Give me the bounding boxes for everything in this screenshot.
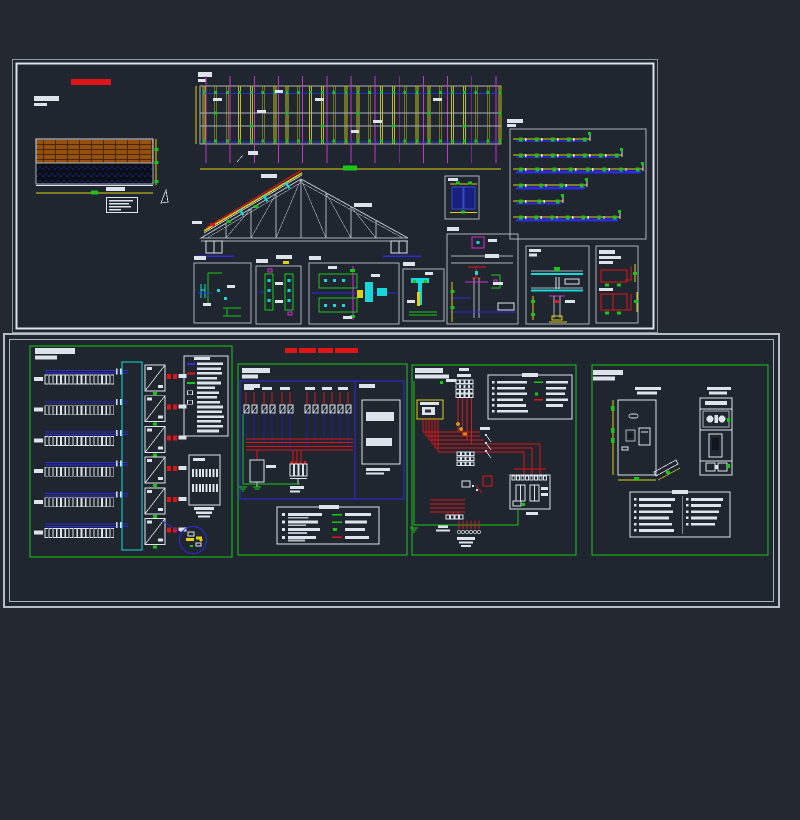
detail-box-5 xyxy=(446,233,519,325)
bracing-rod-rows xyxy=(513,132,644,222)
sheet-inner-border xyxy=(9,339,774,602)
spd-block xyxy=(289,461,308,493)
pv-string-rows xyxy=(34,368,128,538)
distribution-breaker-strips xyxy=(192,469,218,492)
truss-elevation xyxy=(192,169,421,264)
legend-rows xyxy=(187,362,224,433)
sheet-title-blob xyxy=(34,96,59,106)
meter-wiring xyxy=(422,419,546,475)
cabinet-open-door xyxy=(611,399,681,481)
roof-framing-plan xyxy=(195,72,502,171)
notes-left-column xyxy=(634,498,675,532)
column-pair-detail xyxy=(444,175,480,220)
roof-buildup-section xyxy=(35,138,169,213)
sheet-inner-border xyxy=(15,62,655,330)
three-phase-bus xyxy=(246,438,353,451)
north-arrow-icon xyxy=(160,188,169,204)
dc-distribution-box xyxy=(188,454,221,518)
terminal-grid xyxy=(455,379,474,398)
legend-right-column xyxy=(332,513,371,539)
notes-box xyxy=(629,490,731,538)
legend-box xyxy=(487,373,573,420)
detail-box-4 xyxy=(402,268,445,322)
plan-dim-text xyxy=(343,165,357,171)
notes-right-column xyxy=(686,498,723,526)
grid-tie-device xyxy=(509,474,551,515)
plan-markers xyxy=(202,91,502,143)
detail-box-2 xyxy=(255,265,302,325)
grid-lines xyxy=(205,76,497,163)
legend-box xyxy=(276,505,380,545)
panel-ac-combiner[interactable] xyxy=(237,363,408,556)
connector-detail-circle xyxy=(161,520,207,554)
detail-box-6 xyxy=(525,245,590,325)
electrical-sheet[interactable] xyxy=(3,333,780,608)
ground-wire xyxy=(239,414,300,492)
neutral-bus xyxy=(430,499,465,532)
panel-pv-strings[interactable] xyxy=(29,345,233,558)
purlin-lines xyxy=(202,85,502,145)
panel-cabinets[interactable] xyxy=(591,364,769,556)
device-terminal-row xyxy=(511,475,547,481)
inverter-symbols xyxy=(144,364,187,549)
disconnect-switches xyxy=(480,427,492,459)
ridge-flashing-line xyxy=(205,169,302,229)
legend-left-column xyxy=(492,381,528,413)
ground-wire xyxy=(410,379,519,533)
terminal-grid xyxy=(456,451,475,466)
ct-terminal-grid-top xyxy=(455,368,474,444)
detail-box-7 xyxy=(595,245,639,324)
legend-right-column xyxy=(534,381,568,407)
detail-box-3 xyxy=(308,262,400,325)
enclosure-elevation xyxy=(361,399,401,475)
revision-dashes xyxy=(285,348,358,353)
legend-left-column xyxy=(282,513,322,542)
roofing-sheet-line xyxy=(203,172,303,232)
detail-box-1 xyxy=(193,262,252,324)
cabinet-front-view xyxy=(699,397,733,476)
structural-sheet[interactable] xyxy=(12,59,658,333)
relay-elements xyxy=(461,475,493,494)
dc-bus xyxy=(121,361,143,551)
truss-webs xyxy=(225,178,377,239)
output-terminals xyxy=(456,521,482,547)
panel-enclosure-outline xyxy=(239,380,405,500)
panel-metering[interactable] xyxy=(410,364,577,556)
connection-details xyxy=(193,227,639,325)
breaker-groups xyxy=(243,387,352,450)
main-switch-block xyxy=(249,459,276,487)
bracing-elevations xyxy=(507,119,647,240)
legend-box xyxy=(183,355,229,437)
revision-bar xyxy=(71,79,111,85)
section-note-box xyxy=(106,197,138,213)
meter-box xyxy=(416,399,444,420)
